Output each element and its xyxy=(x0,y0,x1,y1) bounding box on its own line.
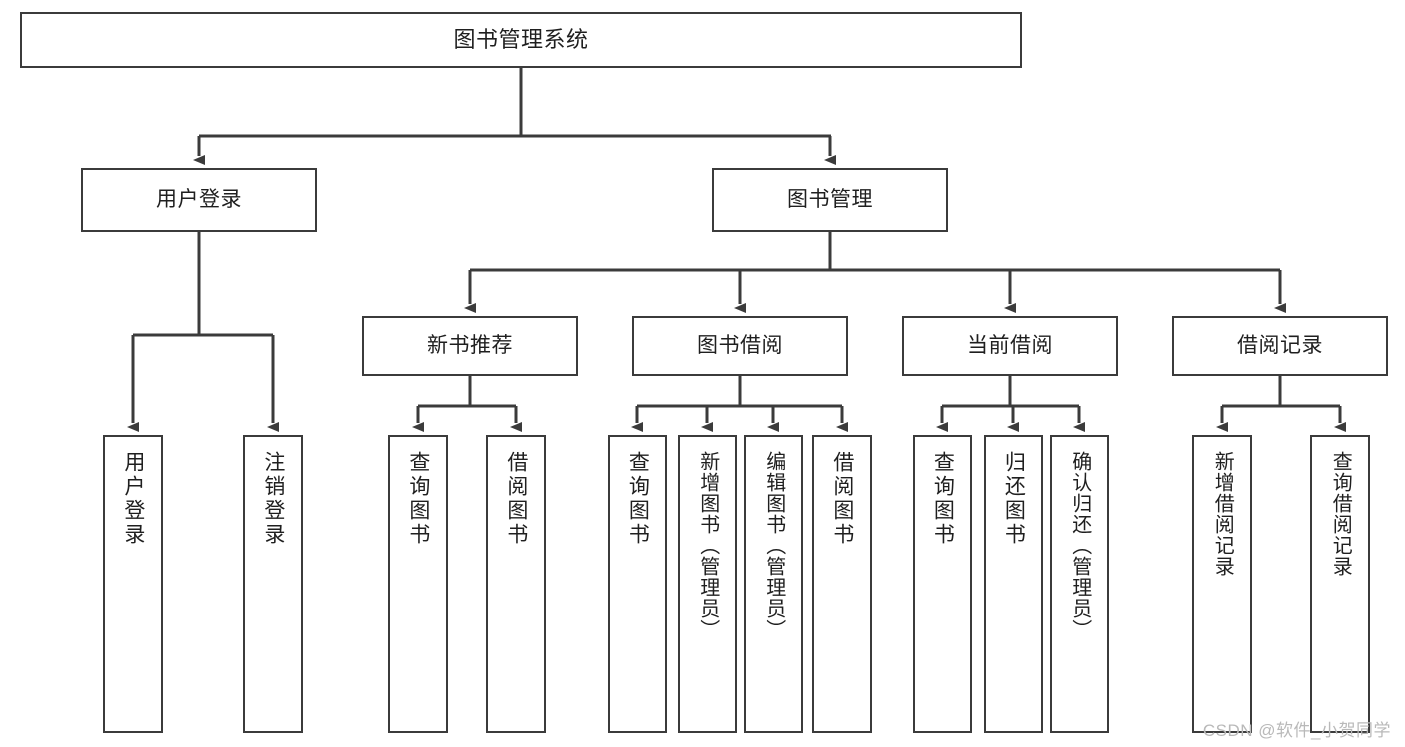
leaf-user-login[interactable]: 用户登录 xyxy=(103,435,163,733)
node-label: 注销登录 xyxy=(261,451,285,547)
node-user-login[interactable]: 用户登录 xyxy=(81,168,317,232)
node-label: 图书借阅 xyxy=(697,333,783,357)
node-label: 图书管理 xyxy=(787,187,873,211)
node-new-book-recommend[interactable]: 新书推荐 xyxy=(362,316,578,376)
leaf-return-book[interactable]: 归还图书 xyxy=(984,435,1043,733)
node-label: 查询图书 xyxy=(931,451,955,547)
leaf-add-book-admin[interactable]: 新增图书（管理员） xyxy=(678,435,737,733)
leaf-query-borrow-record[interactable]: 查询借阅记录 xyxy=(1310,435,1370,733)
node-book-borrow[interactable]: 图书借阅 xyxy=(632,316,848,376)
node-label: 当前借阅 xyxy=(967,333,1053,357)
node-label: 查询借阅记录 xyxy=(1329,451,1352,577)
leaf-confirm-return-admin[interactable]: 确认归还（管理员） xyxy=(1050,435,1109,733)
node-book-management[interactable]: 图书管理 xyxy=(712,168,948,232)
leaf-query-book-cb[interactable]: 查询图书 xyxy=(913,435,972,733)
node-borrow-record[interactable]: 借阅记录 xyxy=(1172,316,1388,376)
leaf-borrow-book-nb[interactable]: 借阅图书 xyxy=(486,435,546,733)
node-label: 新书推荐 xyxy=(427,333,513,357)
leaf-logout[interactable]: 注销登录 xyxy=(243,435,303,733)
csdn-watermark: CSDN @软件_小贺同学 xyxy=(1202,721,1391,740)
node-label: 用户登录 xyxy=(156,187,242,211)
leaf-add-borrow-record[interactable]: 新增借阅记录 xyxy=(1192,435,1252,733)
node-label: 新增借阅记录 xyxy=(1211,451,1234,577)
node-label: 确认归还（管理员） xyxy=(1068,451,1091,640)
node-label: 图书管理系统 xyxy=(453,26,589,52)
node-root-system[interactable]: 图书管理系统 xyxy=(20,12,1022,68)
node-label: 查询图书 xyxy=(626,451,650,547)
leaf-edit-book-admin[interactable]: 编辑图书（管理员） xyxy=(744,435,803,733)
node-label: 借阅图书 xyxy=(830,451,854,547)
node-label: 用户登录 xyxy=(121,451,145,547)
node-current-borrow[interactable]: 当前借阅 xyxy=(902,316,1118,376)
node-label: 查询图书 xyxy=(406,451,430,547)
leaf-borrow-book-bo[interactable]: 借阅图书 xyxy=(812,435,872,733)
leaf-query-book-nb[interactable]: 查询图书 xyxy=(388,435,448,733)
leaf-query-book-bo[interactable]: 查询图书 xyxy=(608,435,667,733)
node-label: 编辑图书（管理员） xyxy=(762,451,785,640)
node-label: 新增图书（管理员） xyxy=(696,451,719,640)
node-label: 归还图书 xyxy=(1002,451,1026,547)
node-label: 借阅记录 xyxy=(1237,333,1323,357)
node-label: 借阅图书 xyxy=(504,451,528,547)
